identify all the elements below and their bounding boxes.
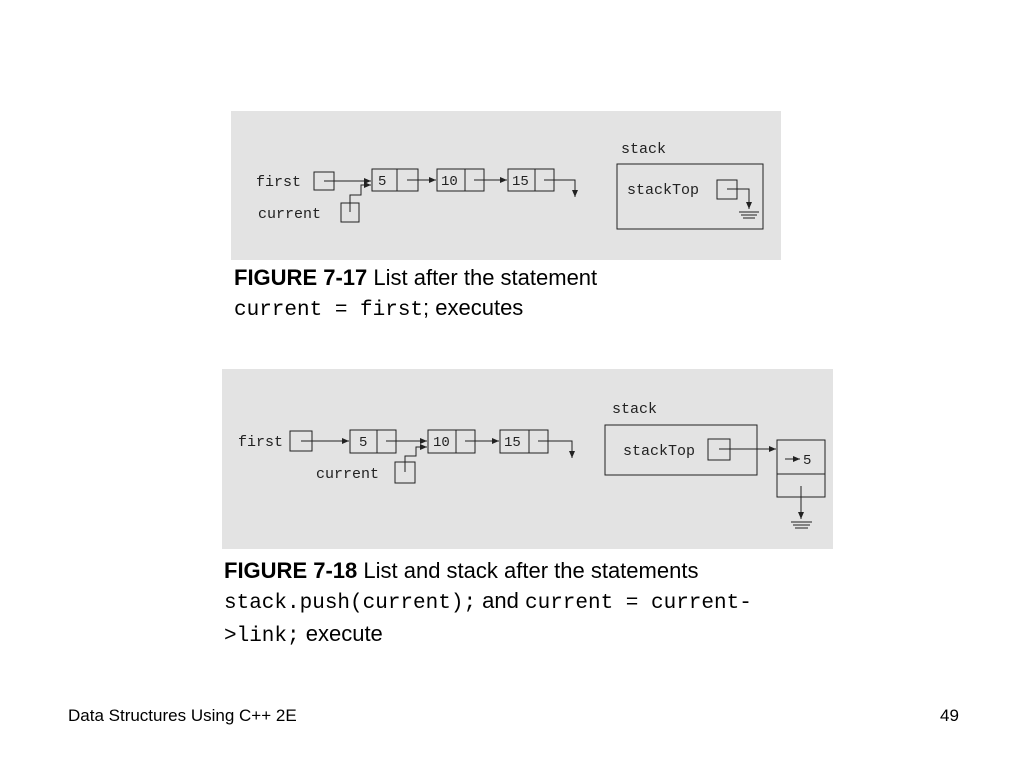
stack-box [604,424,758,476]
stack-box [616,163,764,230]
footer-title: Data Structures Using C++ 2E [68,706,297,725]
svg-text:15: 15 [504,435,521,451]
current-label: current [316,466,379,483]
svg-text:5: 5 [378,174,386,190]
svg-text:15: 15 [512,174,529,190]
svg-text:10: 10 [441,174,458,190]
ground-icon [791,521,812,529]
stacktop-label: stackTop [627,182,699,199]
ground-icon [739,211,759,219]
figure-7-18-diagram: first 5 current 10 15 stack stackT [222,369,833,549]
current-label: current [258,206,321,223]
svg-text:5: 5 [803,453,811,469]
first-label: first [256,174,301,191]
figure-7-18-caption: FIGURE 7-18 List and stack after the sta… [224,558,752,648]
page-number: 49 [940,706,959,725]
svg-text:10: 10 [433,435,450,451]
figure-7-17-diagram: first current 5 10 15 stack stackTo [231,111,781,260]
stack-label: stack [621,141,666,158]
stacktop-label: stackTop [623,443,695,460]
figure-7-17-caption: FIGURE 7-17 List after the statement cur… [234,265,598,322]
first-label: first [238,434,283,451]
svg-text:5: 5 [359,435,367,451]
stack-label: stack [612,401,657,418]
